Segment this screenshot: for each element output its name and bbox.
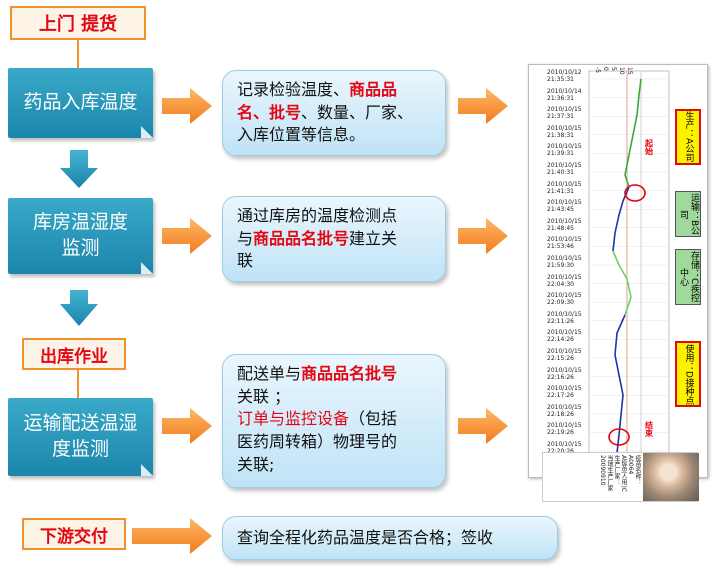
axis-tick-label: 5 xyxy=(610,67,617,71)
stage-label: 运输：B公司 xyxy=(675,191,701,237)
stage-label: 生产：A公司 xyxy=(675,109,701,165)
note-inbound-text-d: 、数量、厂家、 xyxy=(301,102,414,122)
step-transport-line2: 度监测 xyxy=(51,438,109,460)
note-inbound: 记录检验温度、商品品 名、批号、数量、厂家、 入库位置等信息。 xyxy=(222,70,446,156)
note-transport-text-b: 商品品名批号 xyxy=(301,364,398,383)
pickup-header: 上门 提货 xyxy=(10,6,146,40)
step-warehouse-line1: 库房温湿度 xyxy=(32,211,128,234)
outbound-header: 出库作业 xyxy=(22,338,126,370)
step-inbound-temperature: 药品入库温度 xyxy=(8,68,153,138)
product-info-line: 疫苗名称： xyxy=(634,455,641,485)
circle-label: 结束 xyxy=(644,420,654,438)
note-warehouse-text-e: 联 xyxy=(237,251,254,271)
product-info-line: A0064 xyxy=(627,455,634,475)
stage-label: 存储：C疾控中心 xyxy=(675,249,701,305)
right-arrow-icon xyxy=(162,408,212,444)
note-transport-text-f: 医药周转箱）物理号的 xyxy=(237,432,398,452)
down-arrow-icon xyxy=(60,290,98,326)
trace-segment xyxy=(624,78,642,188)
delivery-header: 下游交付 xyxy=(22,518,126,550)
note-inbound-text-b: 商品品 xyxy=(349,80,398,99)
axis-tick-label: 15 xyxy=(626,67,633,75)
product-info-line: 当地生产厂家 xyxy=(606,455,613,491)
right-arrow-icon xyxy=(458,218,508,254)
right-arrow-icon xyxy=(162,218,212,254)
axis-tick-label: -5 xyxy=(594,67,601,73)
right-arrow-icon xyxy=(132,518,212,554)
step-warehouse-line2: 监测 xyxy=(61,237,100,259)
right-arrow-icon xyxy=(162,88,212,124)
trace-segment xyxy=(614,314,626,466)
axis-tick-label: 0 xyxy=(602,67,609,71)
product-info-line: 20090910 xyxy=(599,455,606,486)
product-info-line: A疫苗(人用)C xyxy=(620,455,627,492)
note-transport-text-c: 关联 ； xyxy=(237,386,291,406)
highlight-circle xyxy=(624,184,646,202)
note-warehouse: 通过库房的温度检测点 与商品品名批号建立关 联 xyxy=(222,196,446,282)
down-arrow-icon xyxy=(60,150,98,188)
note-transport-text-a: 配送单与 xyxy=(237,364,302,383)
stage-label: 使用：D接种点 xyxy=(675,341,701,407)
note-transport-text-d: 订单与监控设备 xyxy=(237,409,350,429)
note-transport: 配送单与商品品名批号 关联 ； 订单与监控设备（包括 医药周转箱）物理号的 关联… xyxy=(222,354,446,488)
note-warehouse-text-d: 建立关 xyxy=(349,228,398,248)
highlight-circle xyxy=(608,428,630,446)
product-photo xyxy=(643,453,699,501)
note-delivery: 查询全程化药品温度是否合格；签收 xyxy=(222,516,558,560)
note-warehouse-text-b: 与 xyxy=(237,228,254,248)
note-warehouse-text-a: 通过库房的温度检测点 xyxy=(237,206,398,225)
note-inbound-text-e: 入库位置等信息。 xyxy=(237,125,366,145)
circle-label: 起始 xyxy=(644,138,654,156)
right-arrow-icon xyxy=(458,88,508,124)
axis-tick-label: 10 xyxy=(618,67,625,75)
note-delivery-text: 查询全程化药品温度是否合格；签收 xyxy=(237,527,494,547)
step-transport-line1: 运输配送温湿 xyxy=(23,412,138,435)
note-inbound-text-a: 记录检验温度、 xyxy=(237,80,350,99)
outbound-label: 出库作业 xyxy=(40,346,108,367)
right-arrow-icon xyxy=(458,408,508,444)
pickup-label: 上门 提货 xyxy=(38,14,118,35)
step-inbound-label: 药品入库温度 xyxy=(23,91,138,114)
product-info-line: 生产厂家： xyxy=(613,455,620,485)
step-warehouse-monitoring: 库房温湿度 监测 xyxy=(8,198,153,274)
note-warehouse-text-c: 商品品名批号 xyxy=(253,228,350,248)
note-transport-text-g: 关联; xyxy=(237,454,275,474)
note-inbound-text-c: 名、批号 xyxy=(237,102,302,122)
trace-segment xyxy=(612,250,632,316)
delivery-label: 下游交付 xyxy=(40,526,108,547)
step-transport-monitoring: 运输配送温湿 度监测 xyxy=(8,398,153,476)
note-transport-text-e: （包括 xyxy=(349,409,398,429)
